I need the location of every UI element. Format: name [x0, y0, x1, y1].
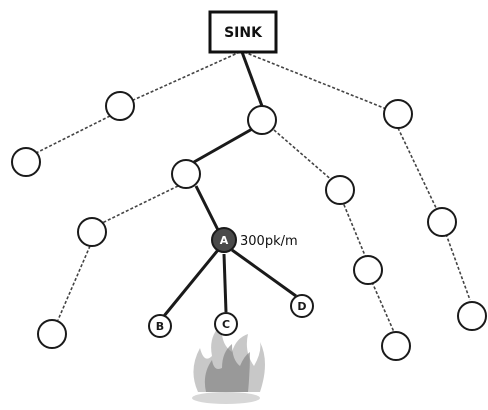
active-route-links [162, 51, 297, 317]
link-n10-n12 [371, 281, 395, 333]
sink-node: SINK [208, 10, 278, 54]
source-node-a: A 300pk/m [211, 227, 298, 253]
sensor-node [11, 147, 41, 177]
sensor-node [171, 159, 201, 189]
sensor-node [37, 319, 67, 349]
packet-rate-label: 300pk/m [240, 234, 298, 249]
sensor-node [77, 217, 107, 247]
leaf-node-label: C [222, 318, 230, 331]
leaf-node-label: B [156, 320, 164, 333]
sensor-node [427, 207, 457, 237]
idle-links [29, 51, 471, 333]
link-n4-n6 [273, 129, 335, 183]
leaf-node-b: B [148, 314, 172, 338]
link-sink-n4 [240, 51, 264, 107]
link-n3-n9 [397, 127, 439, 213]
link-n6-n10 [341, 199, 367, 259]
sensor-node [383, 99, 413, 129]
sensor-nodes [11, 91, 487, 361]
leaf-node-d: D [290, 294, 314, 318]
link-n7-n8 [57, 245, 91, 321]
sensor-node [247, 105, 277, 135]
link-n1-n2 [29, 115, 111, 157]
link-sink-n1 [119, 51, 241, 107]
link-n5-a [194, 185, 220, 231]
sensor-node [381, 331, 411, 361]
link-a-d [231, 248, 297, 298]
link-a-b [162, 249, 220, 317]
link-n5-n7 [99, 185, 179, 225]
leaf-node-c: C [214, 312, 238, 336]
sensor-node [353, 255, 383, 285]
link-sink-n3 [243, 51, 395, 113]
sensor-node [325, 175, 355, 205]
link-n9-n11 [445, 233, 471, 301]
source-node-label: A [220, 234, 229, 247]
link-n4-n5 [193, 126, 255, 164]
fire-icon [192, 324, 265, 404]
link-a-c [222, 253, 228, 313]
sensor-node [457, 301, 487, 331]
leaf-node-label: D [297, 300, 306, 313]
sink-label: SINK [224, 25, 263, 41]
sensor-node [105, 91, 135, 121]
